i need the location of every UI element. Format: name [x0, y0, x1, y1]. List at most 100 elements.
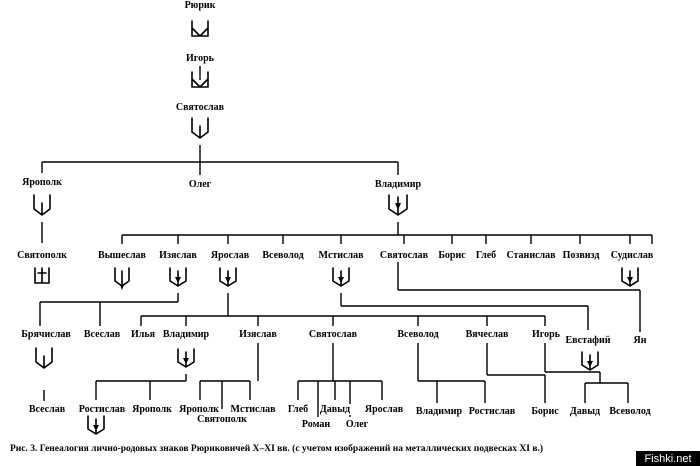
- name-david-svyatoslavich: Давыд: [320, 404, 350, 415]
- name-oleg: Олег: [189, 179, 212, 190]
- label-backdrop: [396, 329, 440, 340]
- label-backdrop: [286, 404, 310, 415]
- label-backdrop: [27, 404, 67, 415]
- name-svyatopolk: Святополк: [17, 250, 67, 261]
- sign-sudislav-trident-icon: [621, 267, 639, 287]
- name-vseslav-bryachislavich: Всеслав: [29, 404, 66, 415]
- name-ilya: Илья: [131, 329, 156, 340]
- label-backdrop: [474, 250, 498, 261]
- label-backdrop: [158, 250, 199, 261]
- name-vsevolod: Всеволод: [262, 250, 303, 261]
- label-backdrop: [608, 406, 652, 417]
- sign-izyaslav-trident-icon: [169, 267, 187, 287]
- label-backdrop: [561, 250, 601, 261]
- name-labels: Рюрик Игорь Святослав Ярополк Олег Влади…: [16, 0, 655, 430]
- name-pozvizd: Позвизд: [563, 250, 600, 261]
- name-vyacheslav: Вячеслав: [466, 329, 509, 340]
- label-backdrop: [82, 329, 122, 340]
- name-igor-yaroslavich: Игорь: [532, 329, 561, 340]
- label-backdrop: [174, 102, 226, 113]
- figure-caption: Рис. 3. Генеалогия лично-родовых знаков …: [10, 443, 543, 454]
- sign-rostislav-trident-icon: [87, 415, 105, 435]
- name-yaropolk: Ярополк: [22, 177, 62, 188]
- label-backdrop: [261, 250, 305, 261]
- label-backdrop: [21, 177, 64, 188]
- name-vysheslav: Вышеслав: [98, 250, 147, 261]
- sign-svyatoslav-bident-icon: [191, 117, 209, 139]
- name-roman: Роман: [302, 419, 330, 430]
- label-backdrop: [505, 250, 558, 261]
- label-backdrop: [344, 419, 370, 430]
- label-backdrop: [307, 329, 359, 340]
- label-backdrop: [238, 329, 279, 340]
- sign-mstislav-trident-icon: [332, 267, 350, 287]
- name-svyatoslav-son: Святослав: [380, 250, 429, 261]
- label-backdrop: [178, 404, 221, 415]
- name-svyatoslav: Святослав: [176, 102, 225, 113]
- name-gleb: Глеб: [476, 250, 496, 261]
- name-bryachislav: Брячислав: [21, 329, 71, 340]
- label-backdrop: [318, 404, 352, 415]
- sign-evstafiy-trident-icon: [581, 351, 599, 371]
- name-evstafiy: Евстафий: [565, 335, 610, 346]
- connector-lines: [39, 66, 653, 417]
- watermark: Fishki.net: [636, 451, 700, 466]
- label-backdrop: [131, 404, 174, 415]
- watermark-text: Fishki.net: [644, 453, 691, 465]
- name-izyaslav: Изяслав: [159, 250, 197, 261]
- name-vladimir: Владимир: [375, 179, 422, 190]
- name-vladimir-vsevolodovich: Владимир: [416, 406, 463, 417]
- name-izyaslav-yaroslavich: Изяслав: [239, 329, 277, 340]
- name-yaroslav: Ярослав: [211, 250, 250, 261]
- sign-yaropolk-bident-icon: [33, 194, 51, 216]
- name-oleg-svyatoslavich: Олег: [346, 419, 369, 430]
- name-mstislav-izyaslavich: Мстислав: [231, 404, 277, 415]
- sign-ryurik-trident-icon: [191, 20, 209, 37]
- sign-vladimir2-trident-icon: [177, 348, 195, 368]
- name-sudislav: Судислав: [611, 250, 654, 261]
- label-backdrop: [20, 329, 73, 340]
- label-backdrop: [373, 179, 423, 190]
- name-gleb-svyatoslavich: Глеб: [288, 404, 308, 415]
- label-backdrop: [300, 419, 332, 430]
- label-backdrop: [196, 414, 249, 425]
- label-backdrop: [229, 404, 278, 415]
- label-backdrop: [609, 250, 655, 261]
- label-backdrop: [97, 250, 148, 261]
- name-mstislav: Мстислав: [319, 250, 365, 261]
- name-igor: Игорь: [186, 53, 215, 64]
- name-svyatopolk-izyaslavich: Святополк: [197, 414, 247, 425]
- name-yaropolk-vladimirovich: Ярополк: [132, 404, 172, 415]
- name-yan: Ян: [634, 335, 647, 346]
- label-backdrop: [129, 329, 157, 340]
- label-backdrop: [531, 329, 562, 340]
- label-backdrop: [437, 250, 468, 261]
- name-rostislav: Ростислав: [79, 404, 126, 415]
- sign-igor-trident-icon: [191, 71, 209, 88]
- label-backdrop: [378, 250, 430, 261]
- label-backdrop: [467, 406, 517, 417]
- sign-bryachislav-bident-icon: [35, 347, 53, 369]
- label-backdrop: [185, 53, 216, 64]
- label-backdrop: [414, 406, 464, 417]
- name-svyatoslav-yaroslavich: Святослав: [309, 329, 358, 340]
- name-ryurik: Рюрик: [185, 0, 216, 11]
- label-backdrop: [209, 250, 251, 261]
- label-backdrop: [187, 179, 213, 190]
- label-backdrop: [530, 406, 561, 417]
- label-backdrop: [568, 406, 602, 417]
- label-backdrop: [632, 335, 648, 346]
- label-backdrop: [363, 404, 405, 415]
- sign-yaroslav-trident-icon: [219, 267, 237, 287]
- name-boris: Борис: [438, 250, 466, 261]
- name-vsevolod-yaroslavich: Всеволод: [397, 329, 438, 340]
- name-rostislav-vsevolodovich: Ростислав: [469, 406, 516, 417]
- name-yaropolk-izyaslavich: Ярополк: [179, 404, 219, 415]
- name-vladimir-yaroslavich: Владимир: [163, 329, 210, 340]
- name-vseslav: Всеслав: [84, 329, 121, 340]
- name-stanislav: Станислав: [506, 250, 556, 261]
- sign-vladimir-trident-icon: [388, 194, 408, 216]
- label-backdrop: [183, 0, 217, 11]
- sign-vysheslav-trident-icon: [114, 267, 130, 290]
- label-backdrop: [77, 404, 127, 415]
